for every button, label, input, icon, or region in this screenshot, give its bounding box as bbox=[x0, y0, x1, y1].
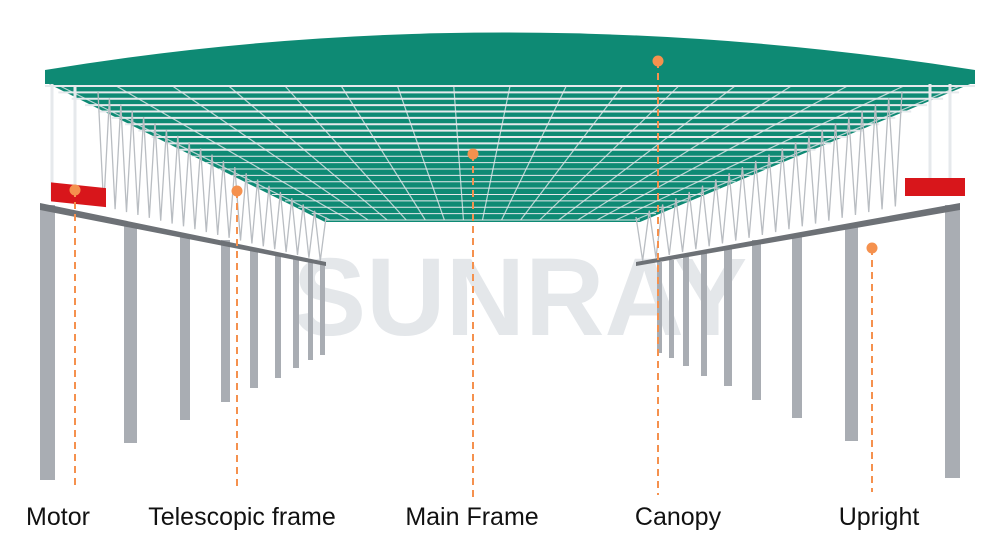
frame-rafter bbox=[59, 85, 331, 221]
label-motor: Motor bbox=[26, 503, 90, 531]
upright-post bbox=[701, 253, 707, 376]
upright-post bbox=[657, 262, 662, 353]
frame-rafter bbox=[481, 85, 511, 221]
frame-rafter bbox=[501, 85, 567, 221]
upright-post bbox=[250, 248, 258, 388]
upright-post bbox=[308, 260, 313, 360]
frame-rafter bbox=[596, 85, 848, 221]
callout-dot-upright bbox=[866, 242, 878, 254]
upright-post bbox=[752, 240, 761, 400]
frame-rafter bbox=[615, 85, 905, 221]
frame-rafter bbox=[115, 85, 350, 221]
upright-post bbox=[293, 257, 299, 368]
upright-post bbox=[180, 235, 190, 420]
frame-rafter bbox=[539, 85, 680, 221]
callout-dot-motor bbox=[69, 184, 81, 196]
label-canopy: Canopy bbox=[634, 503, 722, 531]
frame-rafter bbox=[228, 85, 388, 221]
callout-markers bbox=[69, 55, 878, 497]
motor-left bbox=[51, 182, 106, 208]
upright-post bbox=[124, 225, 137, 443]
main-frame-lattice bbox=[45, 85, 975, 221]
motor-right bbox=[905, 178, 965, 196]
telescopic-frame-left bbox=[97, 91, 327, 261]
upright-post bbox=[275, 253, 281, 378]
callout-dot-main-frame bbox=[467, 148, 479, 160]
frame-rafter bbox=[284, 85, 407, 221]
telescopic-frames bbox=[50, 80, 952, 261]
upright-post bbox=[724, 248, 732, 386]
upright-post bbox=[845, 225, 858, 441]
label-telescopic-frame: Telescopic frame bbox=[148, 503, 336, 531]
frame-rafter bbox=[340, 85, 426, 221]
callout-dot-canopy bbox=[652, 55, 664, 67]
frame-rafter bbox=[577, 85, 792, 221]
frame-rafter bbox=[453, 85, 465, 221]
upright-post bbox=[320, 262, 325, 355]
side-rails bbox=[40, 203, 960, 266]
upright-post bbox=[945, 205, 960, 478]
upright-post bbox=[683, 257, 689, 366]
frame-rafter bbox=[172, 85, 369, 221]
callout-dot-telescopic-frame bbox=[231, 185, 243, 197]
uprights bbox=[40, 205, 960, 480]
frame-rafter bbox=[558, 85, 736, 221]
telescopic-frame-right bbox=[635, 91, 903, 261]
upright-post bbox=[669, 260, 674, 358]
frame-rafter bbox=[396, 85, 445, 221]
upright-post bbox=[221, 240, 230, 402]
upright-post bbox=[792, 235, 802, 418]
canopy-top bbox=[45, 32, 975, 84]
upright-post bbox=[40, 205, 55, 480]
label-main-frame: Main Frame bbox=[405, 503, 539, 531]
label-upright: Upright bbox=[838, 503, 920, 531]
frame-rafter bbox=[520, 85, 623, 221]
